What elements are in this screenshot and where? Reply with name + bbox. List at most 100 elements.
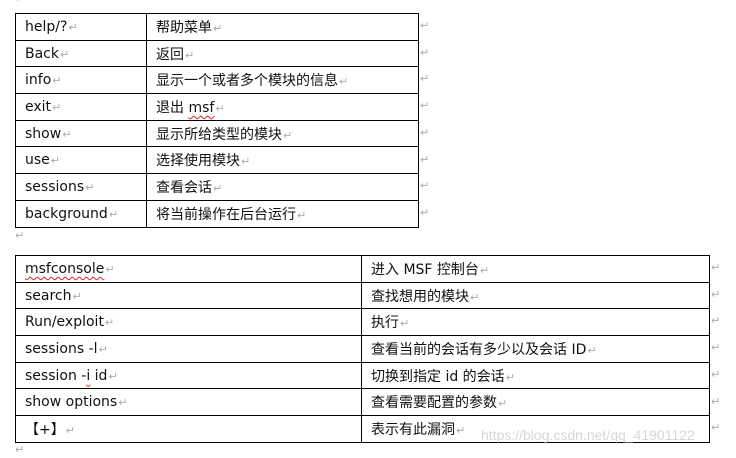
table-row: 【+】↵表示有此漏洞↵	[15, 415, 710, 443]
cell-text: show options	[25, 394, 118, 411]
cell-text: background	[25, 205, 108, 222]
description-cell[interactable]: 返回↵	[146, 39, 419, 68]
description-cell[interactable]: 执行↵	[361, 308, 710, 337]
description-cell[interactable]: 进入 MSF 控制台↵	[361, 255, 710, 283]
paragraph-mark: ↵	[50, 154, 60, 168]
description-cell[interactable]: 显示一个或者多个模块的信息↵	[146, 66, 419, 95]
command-cell[interactable]: help/?↵	[15, 13, 147, 41]
table-row: background↵将当前操作在后台运行↵	[15, 199, 419, 228]
paragraph-mark: ↵	[52, 100, 62, 114]
description-cell[interactable]: 将当前操作在后台运行↵	[146, 199, 419, 228]
table-row: msfconsole↵进入 MSF 控制台↵	[15, 255, 710, 283]
description-cell[interactable]: 帮助菜单↵	[146, 13, 419, 41]
paragraph-mark: ↵	[98, 342, 108, 356]
table-row: use↵选择使用模块↵	[15, 146, 419, 175]
command-cell[interactable]: sessions -l↵	[15, 335, 362, 363]
paragraph-mark: ↵	[241, 155, 251, 169]
cell-text: 帮助菜单	[156, 19, 212, 36]
description-cell[interactable]: 表示有此漏洞↵	[361, 415, 710, 443]
description-cell[interactable]: 查找想用的模块↵	[361, 281, 710, 310]
row-end-mark: ↵	[420, 72, 430, 86]
paragraph-mark: ↵	[185, 48, 195, 62]
paragraph-mark: ↵	[297, 208, 307, 222]
table-row: show↵显示所给类型的模块↵	[15, 119, 419, 148]
cell-text: 退出 msf	[156, 99, 215, 116]
command-cell[interactable]: background↵	[15, 199, 147, 228]
paragraph-mark: ↵	[72, 289, 82, 303]
cell-text: 查看当前的会话有多少以及会话 ID	[371, 341, 587, 358]
row-end-mark: ↵	[420, 152, 430, 166]
description-cell[interactable]: 查看当前的会话有多少以及会话 ID↵	[361, 335, 710, 363]
paragraph-mark: ↵	[456, 423, 466, 437]
command-cell[interactable]: Back↵	[15, 39, 147, 68]
row-end-mark: ↵	[711, 314, 721, 328]
cell-text: 【+】	[25, 421, 65, 438]
watermark: https://blog.csdn.net/qq_41901122	[481, 427, 695, 443]
table-row: session -i id↵切换到指定 id 的会话↵	[15, 361, 710, 390]
cell-text: 切换到指定 id 的会话	[371, 368, 505, 385]
row-end-mark: ↵	[711, 394, 721, 408]
cell-text: Run/exploit	[25, 314, 104, 331]
paragraph-mark: ↵	[104, 316, 115, 330]
cell-text: 表示有此漏洞	[371, 421, 455, 438]
paragraph-mark: ↵	[498, 397, 508, 411]
cell-text: sessions	[25, 178, 85, 195]
cell-text: Back	[25, 45, 59, 62]
command-cell[interactable]: Run/exploit↵	[15, 308, 362, 337]
command-cell[interactable]: exit↵	[15, 93, 147, 121]
row-end-mark: ↵	[420, 179, 430, 193]
cell-text: session -i id	[25, 367, 108, 384]
cell-text: use	[25, 152, 50, 169]
row-end-mark: ↵	[711, 341, 721, 355]
cell-text: 查找想用的模块	[371, 288, 469, 305]
command-cell[interactable]: sessions↵	[15, 173, 147, 201]
command-cell[interactable]: use↵	[15, 146, 147, 175]
command-cell[interactable]: 【+】↵	[15, 415, 362, 443]
description-cell[interactable]: 切换到指定 id 的会话↵	[361, 361, 710, 390]
cell-text: msfconsole	[25, 260, 105, 277]
paragraph-mark: ↵	[470, 290, 480, 304]
paragraph-mark: ↵	[105, 262, 115, 276]
command-cell[interactable]: show↵	[15, 119, 147, 148]
paragraph-mark: ↵	[15, 0, 24, 5]
paragraph-mark: ↵	[15, 443, 25, 456]
table-row: Back↵返回↵	[15, 39, 419, 68]
row-end-mark: ↵	[420, 19, 430, 32]
table-row: help/?↵帮助菜单↵	[15, 13, 419, 41]
cell-text: 选择使用模块	[156, 153, 240, 170]
row-end-mark: ↵	[711, 287, 721, 301]
cell-text: 将当前操作在后台运行	[156, 206, 296, 223]
cell-text: 进入 MSF 控制台	[371, 261, 479, 278]
paragraph-mark: ↵	[213, 181, 223, 195]
table-row: search↵查找想用的模块↵	[15, 281, 710, 310]
cell-text: show	[25, 125, 62, 142]
cell-text: exit	[25, 98, 52, 115]
row-end-mark: ↵	[711, 421, 721, 435]
command-cell[interactable]: search↵	[15, 281, 362, 310]
command-cell[interactable]: session -i id↵	[15, 361, 362, 390]
paragraph-mark: ↵	[60, 47, 70, 61]
cell-text: search	[25, 287, 72, 304]
table-row: sessions↵查看会话↵	[15, 173, 419, 201]
paragraph-mark: ↵	[68, 20, 78, 34]
cell-text: 显示一个或者多个模块的信息	[156, 73, 338, 90]
commands-table-basic: help/?↵帮助菜单↵Back↵返回↵info↵显示一个或者多个模块的信息↵e…	[15, 13, 419, 228]
command-cell[interactable]: msfconsole↵	[15, 255, 362, 283]
command-cell[interactable]: info↵	[15, 66, 147, 95]
table-row: sessions -l↵查看当前的会话有多少以及会话 ID↵	[15, 335, 710, 363]
description-cell[interactable]: 选择使用模块↵	[146, 146, 419, 175]
paragraph-mark: ↵	[108, 207, 119, 221]
description-cell[interactable]: 显示所给类型的模块↵	[146, 119, 419, 148]
row-end-mark: ↵	[420, 205, 430, 219]
cell-text: 显示所给类型的模块	[156, 126, 282, 143]
description-cell[interactable]: 退出 msf↵	[146, 93, 419, 121]
description-cell[interactable]: 查看需要配置的参数↵	[361, 388, 710, 417]
row-end-mark: ↵	[711, 261, 721, 274]
command-cell[interactable]: show options↵	[15, 388, 362, 417]
cell-text: 查看需要配置的参数	[371, 395, 497, 412]
row-end-mark: ↵	[711, 367, 721, 381]
cell-text: sessions -l	[25, 340, 98, 357]
paragraph-mark: ↵	[85, 180, 95, 194]
paragraph-mark: ↵	[118, 396, 128, 410]
description-cell[interactable]: 查看会话↵	[146, 173, 419, 201]
